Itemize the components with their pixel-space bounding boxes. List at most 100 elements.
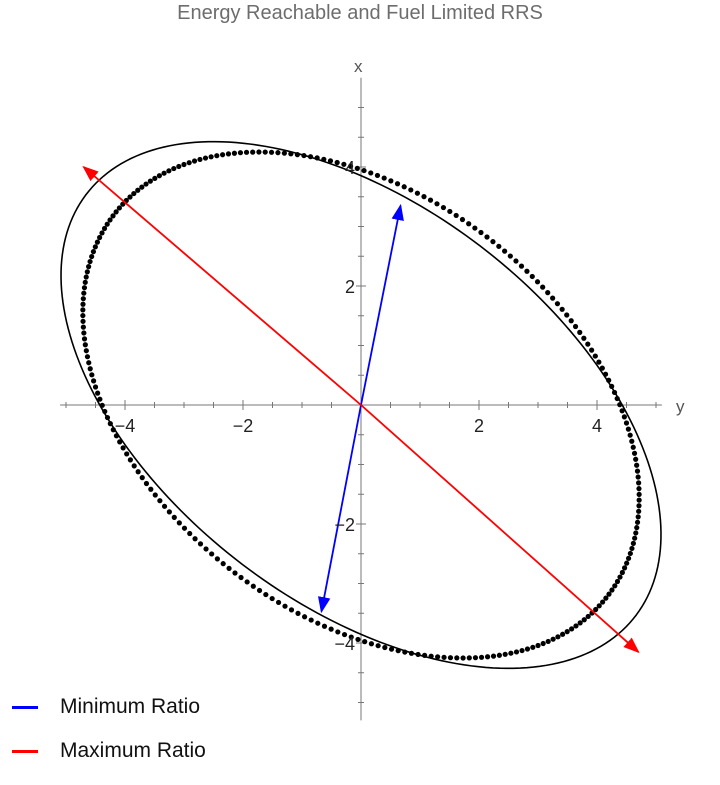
- data-point: [388, 646, 395, 652]
- data-point: [152, 175, 158, 181]
- x-tick-label: −2: [233, 416, 254, 436]
- legend-item-maximum: Maximum Ratio: [12, 729, 206, 773]
- data-point: [171, 165, 177, 172]
- data-point: [490, 653, 497, 659]
- legend-swatch-minimum: [12, 705, 38, 709]
- data-point: [301, 152, 307, 159]
- data-point: [288, 151, 294, 157]
- data-point: [82, 279, 88, 285]
- data-point: [589, 347, 595, 353]
- data-point: [524, 646, 531, 652]
- data-point: [143, 480, 150, 487]
- data-point: [422, 652, 428, 658]
- data-point: [99, 402, 105, 408]
- data-point: [348, 634, 354, 640]
- axes: [60, 77, 662, 721]
- outer-ellipse: [60, 140, 662, 670]
- data-point: [614, 578, 621, 585]
- data-point: [573, 623, 579, 629]
- data-point: [496, 243, 502, 249]
- data-point: [368, 641, 375, 647]
- data-point: [110, 213, 116, 219]
- data-point: [314, 155, 320, 161]
- y-tick-label: −4: [334, 634, 355, 654]
- data-point: [99, 230, 105, 236]
- data-point: [263, 591, 269, 598]
- data-point: [208, 154, 214, 160]
- data-point: [97, 396, 103, 402]
- data-point: [529, 273, 535, 280]
- ratio-vectors: [82, 165, 640, 654]
- data-point: [635, 474, 641, 480]
- data-point: [97, 234, 103, 241]
- data-point: [90, 249, 97, 255]
- data-point: [502, 248, 508, 254]
- data-point: [156, 173, 162, 179]
- data-point: [256, 149, 262, 155]
- data-point: [84, 354, 91, 360]
- data-point: [89, 372, 95, 378]
- data-point: [435, 654, 441, 660]
- data-point: [415, 651, 421, 658]
- data-point: [281, 150, 287, 156]
- data-point: [209, 551, 215, 557]
- data-point: [559, 306, 565, 312]
- data-point: [225, 151, 232, 157]
- data-point: [634, 462, 640, 468]
- data-point: [593, 606, 599, 613]
- data-point: [120, 201, 126, 207]
- data-point: [408, 187, 414, 193]
- data-point: [361, 167, 367, 174]
- data-point: [555, 634, 561, 640]
- data-point: [447, 655, 454, 661]
- data-point: [107, 217, 113, 223]
- data-point: [89, 253, 95, 260]
- data-point: [375, 643, 381, 649]
- data-point: [577, 329, 583, 335]
- data-point: [135, 187, 141, 193]
- data-point: [269, 595, 275, 602]
- data-point: [633, 530, 639, 536]
- minimum-ratio-arrow: [317, 404, 362, 614]
- data-point: [176, 520, 182, 526]
- data-point: [636, 508, 642, 514]
- data-point: [335, 629, 341, 635]
- data-point: [256, 587, 263, 594]
- data-point: [321, 156, 327, 162]
- data-point: [341, 161, 347, 167]
- data-point: [368, 170, 374, 176]
- chart-title: Energy Reachable and Fuel Limited RRS: [177, 2, 543, 24]
- data-point: [632, 535, 638, 541]
- data-point: [94, 239, 101, 245]
- data-point: [80, 318, 86, 324]
- data-point: [104, 221, 110, 227]
- data-point: [82, 342, 88, 348]
- data-point: [629, 545, 635, 552]
- data-point: [636, 497, 642, 503]
- data-point: [307, 154, 314, 160]
- data-point: [585, 613, 591, 620]
- data-point: [81, 330, 87, 336]
- data-point: [534, 279, 541, 285]
- data-point: [636, 480, 642, 486]
- data-point: [453, 212, 459, 219]
- data-point: [540, 284, 546, 290]
- data-point: [634, 468, 641, 474]
- legend-label-minimum: Minimum Ratio: [60, 695, 201, 718]
- data-point: [627, 550, 633, 557]
- y-tick-label: 4: [345, 158, 355, 178]
- data-point: [617, 402, 623, 408]
- data-point: [113, 433, 120, 439]
- x-axis-label: y: [676, 397, 685, 416]
- data-point: [625, 555, 632, 561]
- data-point: [181, 161, 187, 168]
- data-point: [327, 158, 334, 164]
- data-point: [447, 208, 453, 215]
- x-tick-label: 4: [592, 416, 602, 436]
- data-point: [478, 229, 484, 236]
- data-point: [490, 239, 496, 245]
- maximum-ratio-arrow: [360, 404, 640, 654]
- data-point: [161, 503, 168, 509]
- data-point: [625, 426, 632, 432]
- data-point: [104, 414, 111, 421]
